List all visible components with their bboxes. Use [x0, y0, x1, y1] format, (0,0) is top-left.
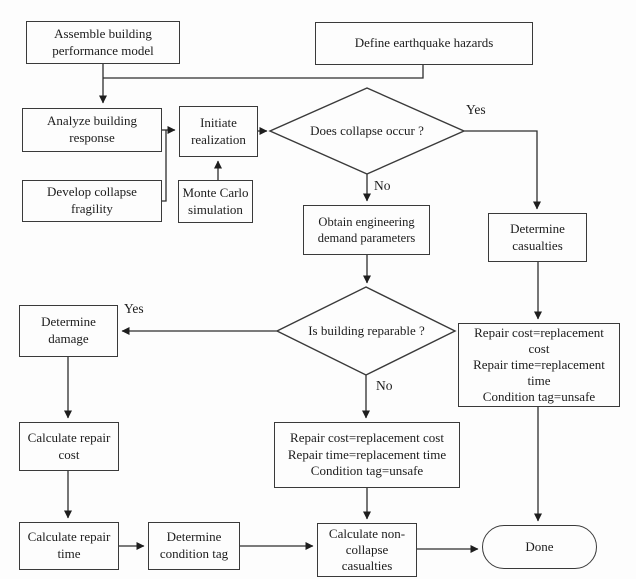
node-calculate-noncollapse-casualties: Calculate non- collapse casualties	[317, 523, 417, 577]
decision-does-collapse-occur-shape	[268, 87, 466, 175]
node-initiate-realization: Initiate realization	[179, 106, 258, 157]
node-determine-condition-tag: Determine condition tag	[148, 522, 240, 570]
edge-develop-to-initiate-branch	[162, 130, 167, 202]
node-define-earthquake-hazards: Define earthquake hazards	[315, 22, 533, 65]
node-calculate-repair-cost: Calculate repair cost	[19, 422, 119, 471]
label-collapse-no: No	[374, 178, 391, 193]
edge-collapse-yes-to-casualties	[464, 130, 541, 210]
label-reparable-yes: Yes	[124, 301, 144, 316]
node-monte-carlo-simulation: Monte Carlo simulation	[178, 180, 253, 223]
edge-define-to-junction	[103, 65, 424, 79]
node-develop-collapse-fragility: Develop collapse fragility	[22, 180, 162, 222]
label-collapse-yes: Yes	[466, 102, 486, 117]
node-obtain-engineering-demand-parameters: Obtain engineering demand parameters	[303, 205, 430, 255]
node-collapse-consequences: Repair cost=replacement cost Repair time…	[458, 323, 620, 407]
node-calculate-repair-time: Calculate repair time	[19, 522, 119, 570]
node-irreparable-consequences: Repair cost=replacement cost Repair time…	[274, 422, 460, 488]
node-assemble-performance-model: Assemble building performance model	[26, 21, 180, 64]
node-done-terminator: Done	[482, 525, 597, 569]
decision-is-building-reparable-shape	[275, 286, 457, 376]
node-analyze-building-response: Analyze building response	[22, 108, 162, 152]
node-determine-damage: Determine damage	[19, 305, 118, 357]
node-determine-casualties: Determine casualties	[488, 213, 587, 262]
label-reparable-no: No	[376, 378, 393, 393]
